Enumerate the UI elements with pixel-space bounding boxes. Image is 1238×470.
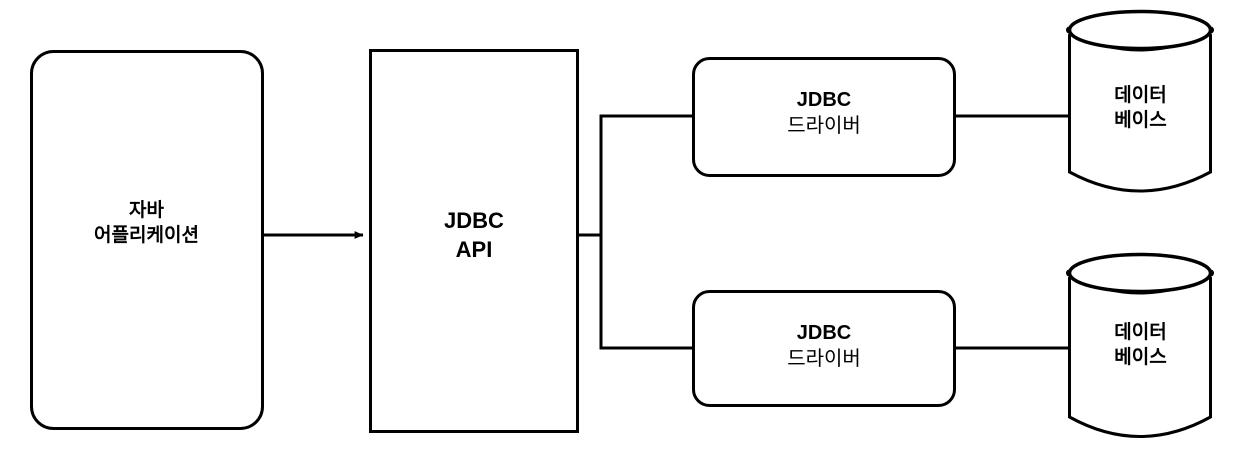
node-database-bottom[interactable] [1066,252,1214,438]
node-jdbc-api[interactable] [369,49,579,433]
node-java-application[interactable] [30,50,264,430]
node-jdbc-driver-top[interactable] [692,57,956,177]
edge-api-branch-trunk [576,114,603,350]
node-database-top[interactable] [1066,9,1214,193]
node-jdbc-driver-bottom[interactable] [692,290,956,407]
